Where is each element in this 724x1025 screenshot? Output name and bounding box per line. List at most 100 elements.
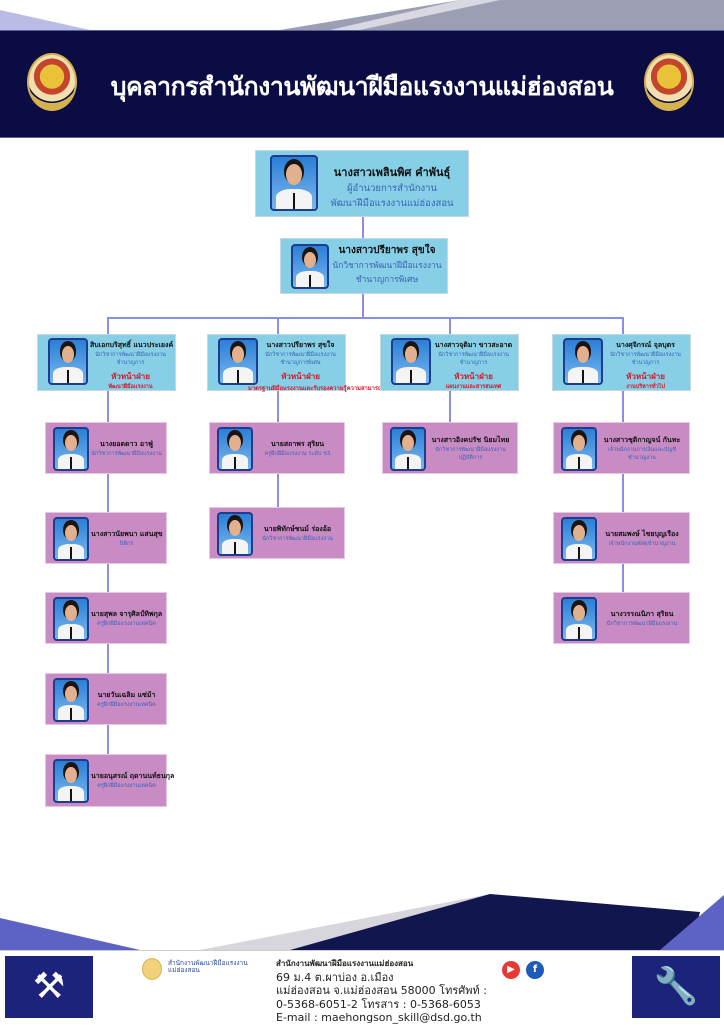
footer-org-title: สำนักงานพัฒนาฝีมือแรงงานแม่ฮ่องสอน: [276, 959, 414, 968]
person-photo: [391, 338, 431, 385]
card-text: นายสมพงษ์ ไชยบุญเรืองเจ้าพนักงานพัสดุชำน…: [599, 529, 685, 548]
person-name: นายสถาพร สุริยน: [271, 440, 324, 448]
person-position: ปฏิบัติการ: [458, 455, 483, 461]
connector-line: [277, 317, 279, 335]
staff-card: นางวรรณนิภา สุริยนนักวิชาการพัฒนาฝีมือแร…: [553, 592, 690, 644]
connector-line: [362, 294, 364, 318]
person-position: นักวิชาการพัฒนาฝีมือแรงงาน: [265, 352, 336, 358]
division-role: หัวหน้าฝ่าย: [281, 372, 320, 381]
person-name: นายสุพล จารุศิลป์ทิพกุล: [91, 610, 163, 618]
person-position: ครูฝึกฝีมือแรงงาน ระดับ ช3: [264, 451, 331, 457]
youtube-icon[interactable]: ▶: [502, 961, 520, 979]
person-position: เจ้าพนักงานการเงินและบัญชี: [608, 447, 676, 453]
person-position: ชำนาญการพิเศษ: [280, 360, 321, 366]
person-name: สิบเอกบริสุทธิ์ แนวประเยงค์: [90, 341, 174, 349]
header-banner: บุคลากรสำนักงานพัฒนาฝีมือแรงงานแม่ฮ่องสอ…: [0, 30, 724, 138]
seal-logo-right: [644, 53, 694, 111]
footer-org-name: สำนักงานพัฒนาฝีมือแรงงาน แม่ฮ่องสอน: [168, 959, 248, 974]
facebook-icon[interactable]: f: [526, 961, 544, 979]
director-card: นางสาวเพลินพิศ คำพันธุ์ผู้อำนวยการสำนักง…: [255, 150, 469, 217]
staff-card: นายพิทักษ์ชนม์ ร่องอ้อนักวิชาการพัฒนาฝีม…: [209, 507, 345, 559]
card-text: นางยอดดาว อาฟู่นักวิชาการพัฒนาฝีมือแรงงา…: [91, 439, 162, 458]
person-name: นางสาวอิงคปรัช นิยมไทย: [431, 436, 510, 444]
staff-card: นางสาวชุติกาญจน์ กันทะเจ้าพนักงานการเงิน…: [553, 422, 690, 474]
card-text: นางสาวจุติมา ขาวสะอาดนักวิชาการพัฒนาฝีมื…: [433, 340, 514, 391]
footer-contact: สำนักงานพัฒนาฝีมือแรงงานแม่ฮ่องสอน 69 ม.…: [276, 957, 487, 1025]
person-position: ครูฝึกฝีมือแรงงานเทคนิค: [97, 621, 156, 627]
card-text: นางสาวนัยพนา แสนสุขนิติกร: [91, 529, 163, 548]
person-name: นางสาวเพลินพิศ คำพันธุ์: [333, 166, 451, 179]
card-text: นายวันเฉลิม แซ่ม้าครูฝึกฝีมือแรงงานเทคนิ…: [91, 690, 162, 709]
person-position: ชำนาญการ: [631, 360, 660, 366]
tools-icon-left: ⚒: [5, 956, 93, 1018]
card-text: นางวรรณนิภา สุริยนนักวิชาการพัฒนาฝีมือแร…: [599, 609, 685, 628]
person-name: นายพิทักษ์ชนม์ ร่องอ้อ: [263, 525, 332, 533]
person-name: นางศุจิกรณ์ จุลบุตร: [616, 341, 675, 349]
connector-line: [622, 390, 624, 617]
person-photo: [270, 155, 318, 211]
connector-line: [107, 317, 623, 319]
card-text: สิบเอกบริสุทธิ์ แนวประเยงค์นักวิชาการพัฒ…: [90, 340, 174, 391]
person-position: ชำนาญการ: [459, 360, 488, 366]
person-photo: [390, 427, 426, 471]
person-photo: [218, 338, 258, 385]
person-photo: [561, 597, 597, 641]
person-position: นักวิชาการพัฒนาฝีมือแรงงาน: [438, 352, 509, 358]
division-name: พัฒนาฝีมือแรงงาน: [108, 384, 153, 390]
person-photo: [48, 338, 88, 385]
staff-card: นายวันเฉลิม แซ่ม้าครูฝึกฝีมือแรงงานเทคนิ…: [45, 673, 167, 725]
person-photo: [563, 338, 603, 385]
person-position: นักวิชาการพัฒนาฝีมือแรงงาน: [332, 261, 442, 271]
person-position: ผู้อำนวยการสำนักงาน: [346, 183, 438, 194]
card-text: นายอนุสรณ์ ฤดานนท์ธนกุลครูฝึกฝีมือแรงงาน…: [91, 771, 175, 790]
connector-line: [622, 317, 624, 335]
person-position: ครูฝึกฝีมือแรงงานเทคนิค: [97, 783, 156, 789]
person-name: นางสาวปรียาพร สุขใจ: [266, 341, 335, 349]
person-name: นางยอดดาว อาฟู่: [100, 440, 153, 448]
footer-email[interactable]: E-mail : maehongson_skill@dsd.go.th: [276, 1011, 482, 1024]
staff-card: นายอนุสรณ์ ฤดานนท์ธนกุลครูฝึกฝีมือแรงงาน…: [45, 754, 175, 807]
staff-card: นางสาวนัยพนา แสนสุขนิติกร: [45, 512, 167, 564]
staff-card: นายสุพล จารุศิลป์ทิพกุลครูฝึกฝีมือแรงงาน…: [45, 592, 167, 644]
person-position: นักวิชาการพัฒนาฝีมือแรงงาน: [610, 352, 681, 358]
connector-line: [107, 317, 109, 335]
card-text: นายสถาพร สุริยนครูฝึกฝีมือแรงงาน ระดับ ช…: [255, 439, 340, 458]
connector-line: [449, 390, 451, 449]
staff-card: นายสมพงษ์ ไชยบุญเรืองเจ้าพนักงานพัสดุชำน…: [553, 512, 690, 564]
footer-address-1: 69 ม.4 ต.ผาบ่อง อ.เมือง: [276, 970, 394, 984]
footer: [0, 950, 724, 1016]
person-position: ชำนาญงาน: [628, 455, 656, 461]
tools-icon-right: 🔧: [632, 956, 720, 1018]
person-position: ชำนาญการพิเศษ: [355, 275, 419, 285]
person-photo: [217, 512, 253, 556]
card-text: นางสาวชุติกาญจน์ กันทะเจ้าพนักงานการเงิน…: [599, 435, 685, 462]
person-name: นายวันเฉลิม แซ่ม้า: [97, 691, 156, 699]
person-position: ชำนาญการ: [116, 360, 145, 366]
page-title: บุคลากรสำนักงานพัฒนาฝีมือแรงงานแม่ฮ่องสอ…: [110, 72, 614, 101]
division-name: มาตรฐานฝีมือแรงงานและรับรองความรู้ความสา…: [248, 386, 382, 392]
person-position: พัฒนาฝีมือแรงงานแม่ฮ่องสอน: [330, 198, 454, 209]
division-head-card: สิบเอกบริสุทธิ์ แนวประเยงค์นักวิชาการพัฒ…: [37, 334, 176, 391]
division-name: งานบริหารทั่วไป: [626, 384, 665, 390]
person-position: เจ้าพนักงานพัสดุชำนาญงาน: [608, 541, 676, 547]
staff-card: นางยอดดาว อาฟู่นักวิชาการพัฒนาฝีมือแรงงา…: [45, 422, 167, 474]
person-photo: [53, 759, 89, 803]
person-photo: [53, 678, 89, 722]
division-role: หัวหน้าฝ่าย: [111, 372, 150, 381]
division-head-card: นางสาวจุติมา ขาวสะอาดนักวิชาการพัฒนาฝีมื…: [380, 334, 519, 391]
person-name: นางสาวจุติมา ขาวสะอาด: [434, 341, 513, 349]
division-head-card: นางศุจิกรณ์ จุลบุตรนักวิชาการพัฒนาฝีมือแ…: [552, 334, 691, 391]
person-name: นางสาวชุติกาญจน์ กันทะ: [603, 436, 681, 444]
card-text: นางศุจิกรณ์ จุลบุตรนักวิชาการพัฒนาฝีมือแ…: [605, 340, 686, 391]
footer-decoration: [0, 894, 724, 950]
person-name: นายอนุสรณ์ ฤดานนท์ธนกุล: [91, 772, 175, 780]
person-position: นักวิชาการพัฒนาฝีมือแรงงาน: [606, 621, 678, 627]
person-name: นางวรรณนิภา สุริยน: [610, 610, 674, 618]
division-role: หัวหน้าฝ่าย: [454, 372, 493, 381]
person-position: นักวิชาการพัฒนาฝีมือแรงงาน: [262, 536, 333, 542]
seal-logo-left: [27, 53, 77, 111]
staff-card: นายสถาพร สุริยนครูฝึกฝีมือแรงงาน ระดับ ช…: [209, 422, 345, 474]
person-photo: [561, 427, 597, 471]
card-text: นางสาวปรียาพร สุขใจนักวิชาการพัฒนาฝีมือแ…: [331, 243, 443, 286]
connector-line: [107, 390, 109, 780]
